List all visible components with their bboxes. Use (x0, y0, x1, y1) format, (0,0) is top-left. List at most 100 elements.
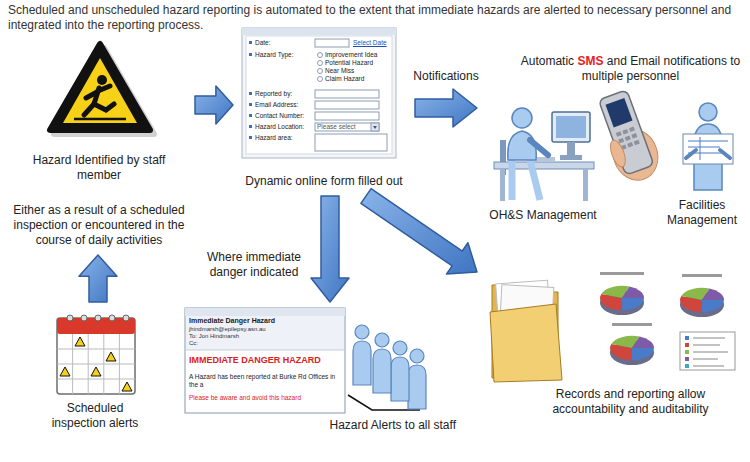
label-slot: Notifications (408, 69, 484, 84)
staff-group (375, 333, 389, 347)
staff-group (391, 357, 409, 401)
label-slot: Please select (317, 123, 356, 131)
email-screenshot (185, 308, 345, 413)
block-arrow (361, 189, 477, 275)
node-label: Scheduled inspection alerts (45, 401, 145, 431)
calendar-icon (67, 315, 129, 321)
calendar-icon (81, 315, 87, 321)
email-screenshot (186, 350, 344, 351)
label-slot: Email Address: (255, 101, 298, 109)
mobile-phone (631, 133, 637, 138)
label-part: and Email notifications to multiple pers… (582, 54, 740, 83)
calendar-icon (123, 315, 129, 321)
office-worker (512, 108, 532, 128)
staff-group (393, 341, 407, 355)
report-charts (685, 350, 689, 354)
form-screenshot (315, 39, 387, 151)
inspection-step: Scheduled inspection alerts (30, 305, 160, 435)
node-label: Records and reporting allow accountabili… (533, 387, 728, 417)
label-slot: Please be aware and avoid this hazard (189, 394, 339, 402)
label-slot: Select Date (353, 39, 387, 47)
form-screenshot (315, 90, 379, 98)
mobile-phone (606, 98, 633, 127)
label-slot: jhindmarsh@epilepsy.asn.au (189, 326, 266, 333)
screen-text: Date: (255, 39, 271, 47)
label-slot: Near Miss (325, 67, 354, 75)
screen-text: Select Date (353, 39, 387, 47)
screen-text: Email Address: (255, 101, 298, 109)
report-charts (685, 357, 689, 361)
staff-group (410, 349, 424, 363)
report-charts (685, 343, 689, 347)
screen-text: Please be aware and avoid this hazard (189, 394, 339, 402)
node-label: Either as a result of a scheduled inspec… (6, 203, 192, 248)
form-screenshot (315, 123, 379, 131)
report-charts (610, 336, 654, 365)
label-slot: Date: (255, 39, 271, 47)
mobile-phone (622, 129, 628, 134)
form-screenshot (371, 123, 379, 131)
form-screenshot (249, 125, 252, 128)
calendar-icon (57, 315, 135, 394)
form-screenshot (249, 114, 252, 117)
screen-text: Cc: (189, 340, 198, 347)
label-slot: Potential Hazard (325, 59, 373, 67)
office-worker (567, 142, 575, 156)
calendar-icon (67, 315, 73, 321)
report-charts (685, 336, 689, 340)
form-screenshot (249, 103, 252, 106)
form-screenshot (249, 41, 252, 139)
form-screenshot (249, 41, 252, 44)
form-screenshot (315, 134, 387, 151)
staff-group (348, 325, 426, 410)
label-part: SMS (577, 54, 603, 68)
form-screenshot (249, 92, 252, 95)
email-screenshot (185, 308, 345, 413)
label-slot: A Hazard has been reported at Burke Rd O… (189, 373, 339, 389)
staff-group (408, 365, 426, 409)
hazard-sign (74, 118, 126, 121)
office-worker (556, 116, 586, 138)
page-title: Scheduled and unscheduled hazard reporti… (8, 3, 744, 33)
mobile-phone (627, 142, 633, 147)
form-screenshot (318, 53, 323, 58)
form-screenshot (242, 28, 396, 158)
hazard-sign (84, 86, 114, 115)
report-charts (600, 286, 644, 315)
office-worker (583, 169, 588, 201)
label-slot: Cc: (189, 340, 198, 347)
node-label: Facilities Management (662, 198, 742, 228)
hazard-sign (50, 44, 150, 130)
calendar-icon (91, 367, 101, 376)
staff-group (355, 325, 369, 339)
label-slot: Where immediate danger indicated (204, 250, 304, 280)
office-worker (560, 155, 582, 160)
node-label: Hazard Identified by staff member (31, 153, 167, 183)
mobile-phone (629, 127, 635, 132)
office-worker (552, 112, 590, 142)
label-slot: Immediate Danger Hazard (189, 317, 275, 325)
block-arrow (415, 89, 477, 127)
label-slot: Reported by: (255, 90, 292, 98)
form-screenshot (249, 53, 252, 56)
screen-text: jhindmarsh@epilepsy.asn.au (189, 326, 266, 333)
report-charts (682, 274, 722, 277)
role-box: Facilities Management (662, 90, 742, 232)
mobile-phone (593, 87, 665, 187)
records-folder (490, 280, 562, 382)
form-screenshot (315, 39, 349, 47)
records-folder (490, 304, 562, 382)
facilities-worker (686, 150, 730, 158)
label-slot: Claim Hazard (325, 75, 364, 83)
facilities-worker (683, 103, 733, 190)
report-charts (685, 364, 689, 368)
form-screenshot (373, 126, 377, 129)
hazard-step: Hazard Identified by staff memberEither … (6, 38, 192, 252)
hazard-sign (50, 44, 154, 134)
block-arrow (79, 255, 117, 302)
report-charts (600, 272, 644, 275)
office-worker (530, 140, 548, 155)
form-screenshot (318, 77, 323, 82)
edge-label: Where immediate danger indicated (204, 250, 304, 280)
facilities-worker (699, 103, 717, 121)
